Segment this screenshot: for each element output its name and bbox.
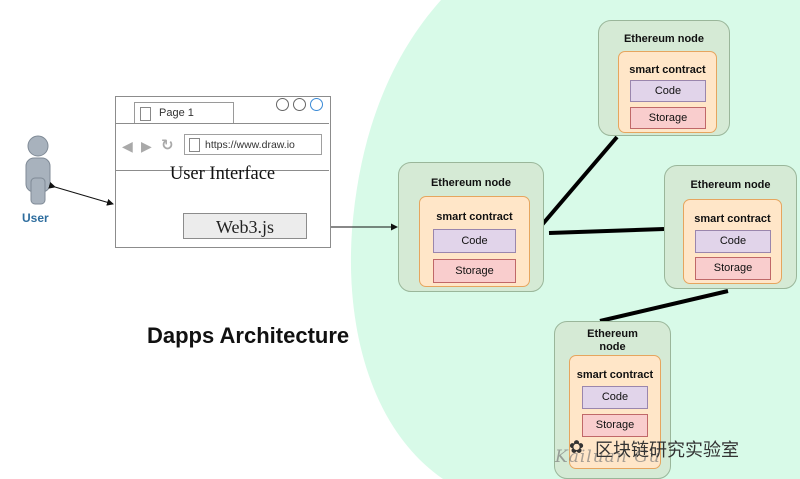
back-arrow-icon[interactable]: ◀ <box>122 138 133 154</box>
code-box: Code <box>433 229 516 253</box>
user-ui-arrow <box>48 181 114 206</box>
code-box: Code <box>582 386 648 409</box>
tab-divider <box>115 123 329 124</box>
smart-contract-box: smart contract Code Storage <box>419 196 530 287</box>
user-interface-label: User Interface <box>169 164 276 184</box>
node-title: Ethereum node <box>690 179 771 191</box>
watermark-script: Kailuan Gu <box>555 447 661 467</box>
web3-box: Web3.js <box>183 213 307 239</box>
node-title: Ethereum node <box>587 328 638 353</box>
ethereum-node: Ethereum node smart contract Code Storag… <box>398 162 544 292</box>
tab-label: Page 1 <box>159 107 194 119</box>
smart-contract-label: smart contract <box>629 64 706 76</box>
user-label: User <box>22 211 49 225</box>
user-icon <box>25 135 51 205</box>
code-box: Code <box>695 230 771 253</box>
forward-arrow-icon[interactable]: ▶ <box>141 138 152 154</box>
ethereum-node: Ethereum node smart contract Code Storag… <box>598 20 730 136</box>
url-bar[interactable]: https://www.draw.io <box>184 134 322 155</box>
page-icon <box>140 107 151 121</box>
url-text: https://www.draw.io <box>205 139 295 151</box>
watermark-text: 区块链研究实验室 <box>595 440 739 461</box>
connector-line <box>548 227 665 235</box>
storage-box: Storage <box>630 107 706 129</box>
storage-box: Storage <box>582 414 648 437</box>
node-title: Ethereum node <box>623 33 705 45</box>
ethereum-node: Ethereum node smart contract Code Storag… <box>554 321 671 479</box>
wechat-icon: ✿ <box>569 437 585 457</box>
node-title: Ethereum node <box>430 177 512 189</box>
connector-line <box>599 289 729 323</box>
connector-line <box>539 135 619 228</box>
smart-contract-box: smart contract Code Storage <box>569 355 661 469</box>
storage-box: Storage <box>433 259 516 283</box>
window-circle-icon[interactable] <box>276 98 289 111</box>
smart-contract-box: smart contract Code Storage <box>683 199 782 284</box>
browser-tab[interactable]: Page 1 <box>134 102 234 124</box>
ethereum-node: Ethereum node smart contract Code Storag… <box>664 165 797 289</box>
storage-box: Storage <box>695 257 771 280</box>
refresh-icon[interactable]: ↻ <box>161 137 174 154</box>
page-icon <box>189 138 200 152</box>
diagram-title: Dapps Architecture <box>147 323 350 348</box>
smart-contract-box: smart contract Code Storage <box>618 51 717 133</box>
window-circle-icon[interactable] <box>293 98 306 111</box>
window-circle-icon[interactable] <box>310 98 323 111</box>
smart-contract-label: smart contract <box>576 369 654 381</box>
toolbar-divider <box>115 170 329 171</box>
smart-contract-label: smart contract <box>694 213 771 225</box>
smart-contract-label: smart contract <box>436 211 513 223</box>
code-box: Code <box>630 80 706 102</box>
